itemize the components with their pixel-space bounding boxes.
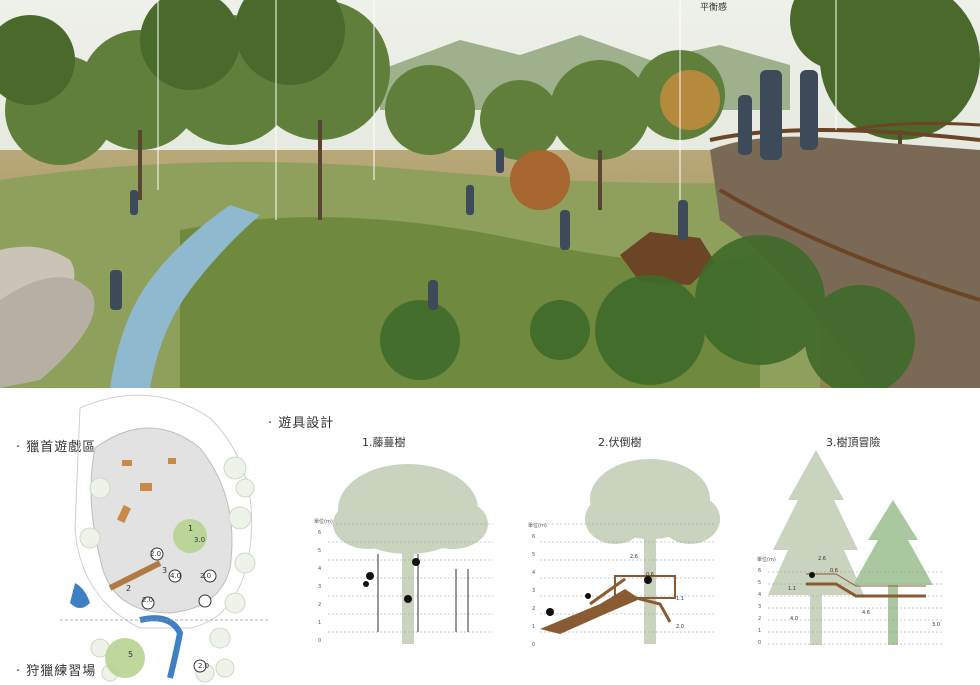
site-plan [60,394,270,683]
panel-2-title: 2.伏倒樹 [598,436,642,449]
panel-1-tick: 5 [318,548,322,554]
plan-node-3-value: 4.0 [170,572,182,580]
panel-1-title: 1.藤蔓樹 [362,436,406,449]
panel-3-tick: 4 [758,592,762,598]
panel-2-tick: 0 [532,642,536,648]
plan-node-1-number: 1 [188,524,194,533]
plan-node-2-value: 2.0 [150,550,162,558]
hero-landscape-illustration [0,0,980,388]
plan-node-6-number: 5 [128,650,134,659]
panel-3-dim-left: 1.1 [788,586,796,592]
hero-rendering: 平衡感 [0,0,980,388]
panel-3-dim-left-height: 4.0 [790,616,798,622]
panel-3-dim-right-height: 3.0 [932,622,940,628]
plan-node-3-number: 3 [162,566,168,575]
panel-3-dim-inner: 0.6 [830,568,838,574]
panel-2-dim-right: 1.1 [676,596,684,602]
balance-callout-label: 平衡感 [700,3,728,13]
panel-2-tick: 2 [532,606,536,612]
design-board: · 獵首遊戲區 · 狩獵練習場 [0,388,980,685]
panel-2-dim-height: 2.0 [676,624,684,630]
panel-1-tick: 4 [318,566,322,572]
panel-1-tick: 1 [318,620,322,626]
panel-1-tick: 0 [318,638,322,644]
panel-3-tick: 0 [758,640,762,646]
panel-1-tick: 6 [318,530,322,536]
panel-2-tick: 3 [532,588,536,594]
equipment-design-heading: · 遊具設計 [268,416,335,431]
panel-2-dim-inner: 0.6 [646,572,654,578]
panel-2-fallen-tree-diagram [540,459,720,644]
panel-2-unit: 單位(m) [528,523,547,529]
panel-2-tick: 4 [532,570,536,576]
panel-3-tick: 1 [758,628,762,634]
panel-3-dim-mid: 4.6 [862,610,870,616]
panel-3-tick: 3 [758,604,762,610]
plan-node-4-number: 2 [126,584,132,593]
section-label-headhunting-play-area: · 獵首遊戲區 [16,440,97,455]
panel-1-vine-tree-diagram [328,464,493,644]
section-label-hunting-practice-field: · 狩獵練習場 [16,664,97,679]
panel-1-unit: 單位(m) [314,519,333,525]
panel-2-tick: 1 [532,624,536,630]
panel-1-tick: 2 [318,602,322,608]
plan-node-5-value: 2.0 [200,572,212,580]
panel-2-tick: 6 [532,534,536,540]
panel-3-tick: 5 [758,580,762,586]
panel-2-dim-top: 2.6 [630,554,638,560]
panel-2-tick: 5 [532,552,536,558]
panel-1-tick: 3 [318,584,322,590]
panel-3-treetop-adventure-diagram [768,450,943,645]
panel-3-dim-top: 2.6 [818,556,826,562]
panel-3-tick: 6 [758,568,762,574]
plan-node-4-value: 2.0 [142,596,154,604]
plan-node-7-value: 2.0 [198,662,210,670]
panel-3-tick: 2 [758,616,762,622]
plan-node-1-value: 3.0 [194,536,206,544]
panel-3-title: 3.樹頂冒險 [826,436,881,449]
panel-3-unit: 單位(m) [757,557,776,563]
